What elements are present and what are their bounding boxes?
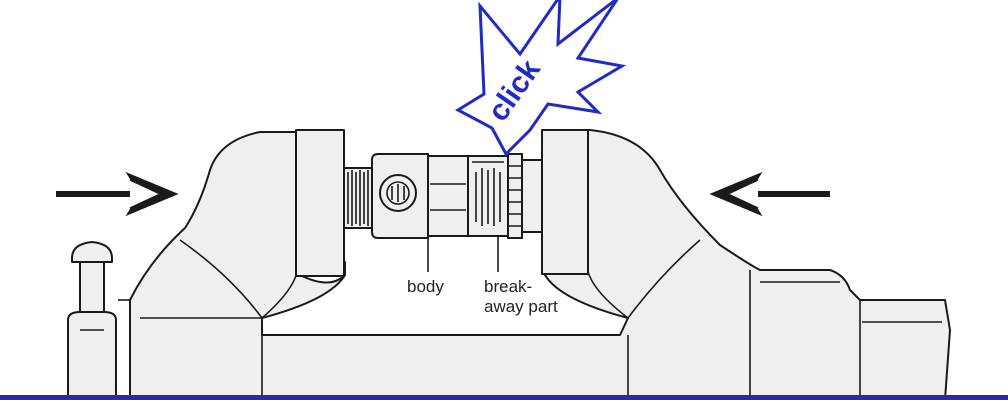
vise-body: [129, 129, 951, 400]
breakaway-label-line1: break-: [484, 277, 532, 296]
left-jaw-pad: [295, 129, 345, 277]
right-jaw-pad: [541, 129, 589, 275]
vise-handle: [67, 241, 130, 400]
ground-line: [0, 395, 1008, 400]
arrow-left-icon: [709, 171, 830, 217]
breakaway-label-line2: away part: [484, 297, 558, 316]
body-label: body: [407, 277, 444, 296]
arrow-right-icon: [56, 171, 179, 217]
coupling-part: [343, 153, 543, 272]
click-burst: click: [454, 0, 627, 157]
